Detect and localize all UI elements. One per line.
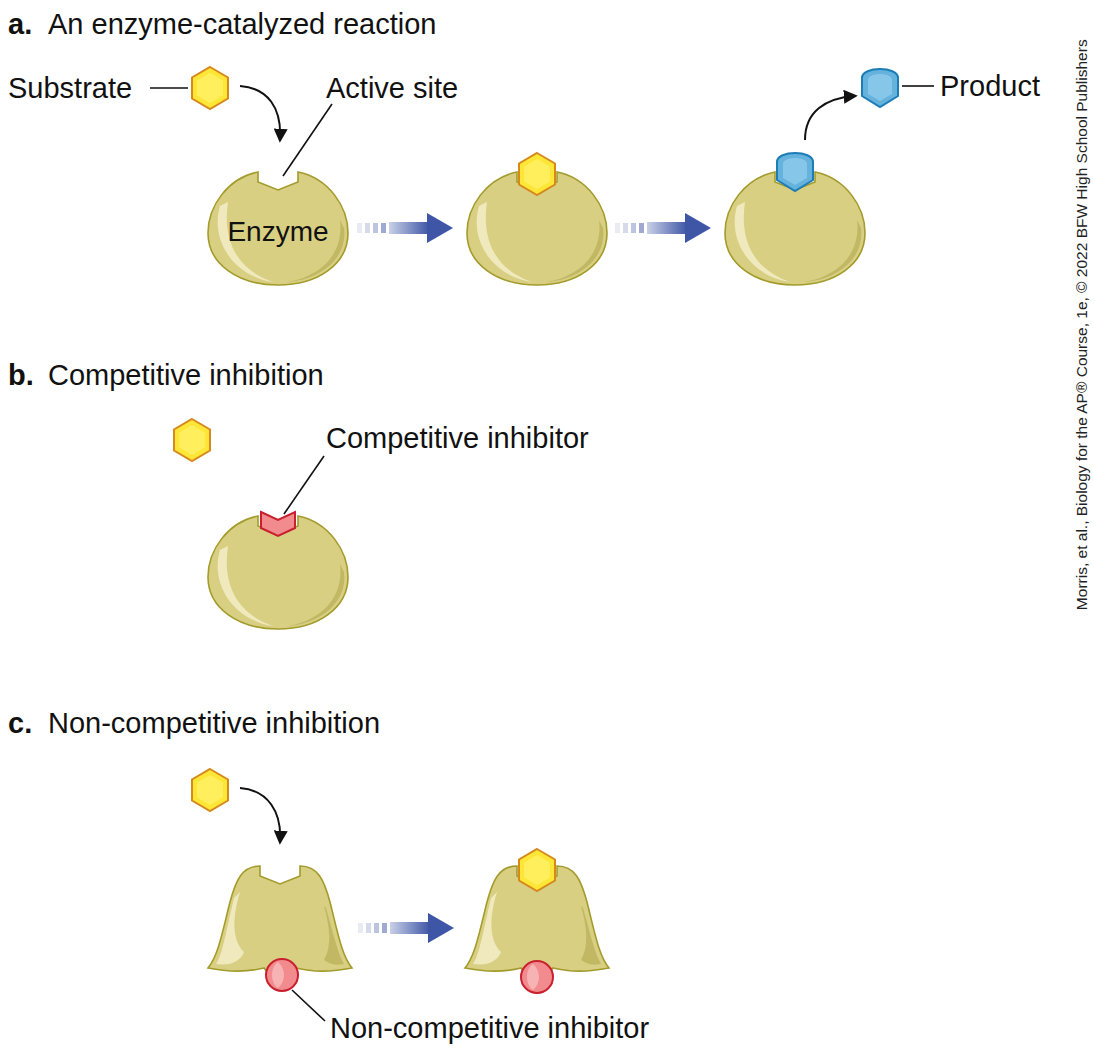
substrate [192, 769, 228, 811]
enzyme-label: Enzyme [227, 218, 328, 246]
enzyme-shape: Enzyme [208, 171, 348, 285]
substrate [174, 419, 210, 461]
credit-line: Morris, et al., Biology for the AP® Cour… [1073, 40, 1089, 611]
substrate [192, 67, 228, 109]
reaction-arrow [357, 213, 453, 243]
leader-line [292, 990, 325, 1021]
leader-line [284, 456, 324, 514]
part-label: Substrate [8, 74, 132, 103]
curved-arrow [240, 86, 280, 140]
part-label: Competitive inhibitor [326, 424, 589, 453]
panel-letter: c. [8, 709, 32, 738]
part-label: Product [940, 72, 1040, 101]
curved-arrow [240, 788, 280, 842]
part-label: Active site [326, 74, 458, 103]
reaction-arrow [615, 213, 711, 243]
competitive-inhibitor [261, 512, 295, 536]
product [777, 153, 813, 191]
panel-letter: b. [8, 361, 34, 390]
non-competitive-inhibitor [521, 961, 553, 993]
product [862, 69, 898, 107]
non-competitive-inhibitor [266, 959, 298, 991]
panel-title: An enzyme-catalyzed reaction [48, 10, 436, 39]
panel-title: Competitive inhibition [48, 361, 324, 390]
substrate [519, 153, 555, 195]
substrate [519, 849, 555, 891]
leader-line [150, 87, 188, 89]
reaction-arrow [358, 913, 454, 943]
leader-line [902, 85, 934, 87]
panel-letter: a. [8, 10, 32, 39]
leader-line [283, 104, 332, 176]
panel-title: Non-competitive inhibition [48, 709, 380, 738]
part-label: Non-competitive inhibitor [330, 1014, 649, 1043]
curved-arrow [805, 96, 855, 140]
